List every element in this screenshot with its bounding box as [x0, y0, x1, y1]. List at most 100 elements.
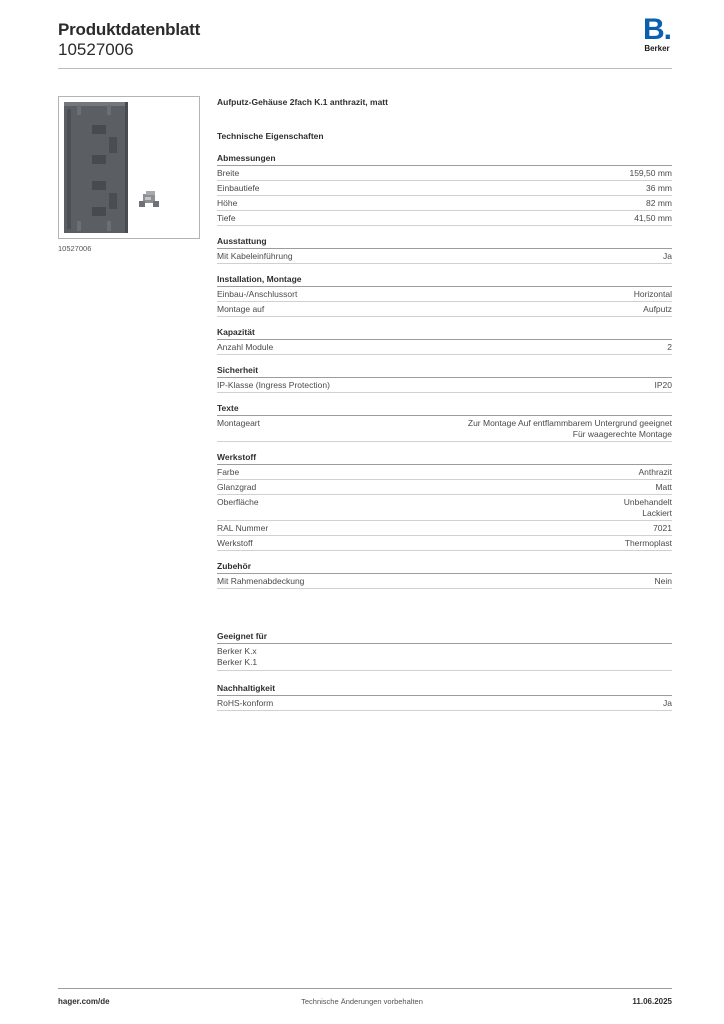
property-row: Einbautiefe 36 mm	[217, 181, 672, 196]
document-number: 10527006	[58, 40, 134, 59]
suitable-for-section: Geeignet für Berker K.x Berker K.1	[217, 629, 672, 671]
property-label: Montage auf	[217, 303, 265, 314]
document-header: Produktdatenblatt 10527006	[58, 20, 200, 59]
suitable-for-list: Berker K.x Berker K.1	[217, 644, 672, 671]
property-label: Mit Rahmenabdeckung	[217, 575, 305, 586]
technical-properties-title: Technische Eigenschaften	[217, 131, 324, 141]
property-value-line: Ja	[663, 250, 672, 261]
property-value: Horizontal	[634, 289, 672, 300]
property-label: Einbautiefe	[217, 182, 260, 193]
property-row: Anzahl Module 2	[217, 340, 672, 355]
property-value-line: 36 mm	[646, 182, 672, 193]
sustainability-section: Nachhaltigkeit RoHS-konform Ja	[217, 681, 672, 711]
property-value: Aufputz	[643, 304, 672, 315]
property-label: IP-Klasse (Ingress Protection)	[217, 379, 330, 390]
berker-logo-text: Berker	[644, 44, 670, 53]
property-value: 159,50 mm	[629, 168, 672, 179]
property-label: RAL Nummer	[217, 522, 269, 533]
property-value-line: 2	[667, 341, 672, 352]
property-value-line: Matt	[655, 481, 672, 492]
property-value: Thermoplast	[625, 538, 672, 549]
property-value-line: Anthrazit	[638, 466, 672, 477]
property-row: RAL Nummer 7021	[217, 521, 672, 536]
document-title: Produktdatenblatt	[58, 20, 201, 39]
property-value: Anthrazit	[638, 467, 672, 478]
property-row: Mit Rahmenabdeckung Nein	[217, 574, 672, 589]
section-gap	[217, 589, 672, 621]
property-value-line: 82 mm	[646, 197, 672, 208]
section-title: Geeignet für	[217, 629, 672, 644]
property-label: Mit Kabeleinführung	[217, 250, 293, 261]
property-value-line: Aufputz	[643, 303, 672, 314]
property-label: Anzahl Module	[217, 341, 274, 352]
property-label: Einbau-/Anschlussort	[217, 288, 298, 299]
property-label: Höhe	[217, 197, 238, 208]
property-label: Tiefe	[217, 212, 236, 223]
property-value: 41,50 mm	[634, 213, 672, 224]
property-value-line: Zur Montage Auf entflammbarem Untergrund…	[467, 417, 672, 428]
property-value: 36 mm	[646, 183, 672, 194]
footer-disclaimer: Technische Änderungen vorbehalten	[301, 997, 423, 1006]
footer-website: hager.com/de	[58, 997, 110, 1006]
property-value: Matt	[655, 482, 672, 493]
section-title: Nachhaltigkeit	[217, 681, 672, 696]
property-label: Breite	[217, 167, 240, 178]
section-title: Installation, Montage	[217, 272, 672, 287]
property-row: Höhe 82 mm	[217, 196, 672, 211]
property-label: Montageart	[217, 417, 260, 428]
property-row: Montage auf Aufputz	[217, 302, 672, 317]
property-row: IP-Klasse (Ingress Protection)IP20	[217, 378, 672, 393]
property-label: Werkstoff	[217, 537, 253, 548]
property-value: 7021	[653, 523, 672, 534]
property-value-line: 7021	[653, 522, 672, 533]
property-label: Farbe	[217, 466, 240, 477]
property-value: Ja	[663, 697, 672, 708]
surface-mounted-housing-icon	[64, 102, 159, 233]
property-row: Montageart Zur Montage Auf entflammbarem …	[217, 416, 672, 442]
section-title: Ausstattung	[217, 234, 672, 249]
property-label: Oberfläche	[217, 496, 259, 507]
berker-logo: B. Berker	[640, 13, 674, 54]
list-item: Berker K.1	[217, 657, 258, 667]
property-value: Nein	[655, 576, 672, 587]
property-value-line: 159,50 mm	[629, 167, 672, 178]
header-divider	[58, 68, 672, 69]
section-title: Sicherheit	[217, 363, 672, 378]
property-row: Werkstoff Thermoplast	[217, 536, 672, 551]
property-row: Breite 159,50 mm	[217, 166, 672, 181]
section-title: Zubehör	[217, 559, 672, 574]
property-value-line: Für waagerechte Montage	[572, 428, 672, 439]
footer-divider	[58, 988, 672, 989]
property-value: 2	[667, 342, 672, 353]
property-row: Farbe Anthrazit	[217, 465, 672, 480]
product-image	[58, 96, 200, 239]
property-value-line: Unbehandelt	[623, 496, 672, 507]
section-title: Kapazität	[217, 325, 672, 340]
section-title: Texte	[217, 401, 672, 416]
property-row: Tiefe 41,50 mm	[217, 211, 672, 226]
section-title: Werkstoff	[217, 450, 672, 465]
property-value: Zur Montage Auf entflammbarem Untergrund…	[468, 418, 672, 440]
list-item: Berker K.x	[217, 646, 257, 656]
property-value: Ja	[663, 251, 672, 262]
berker-logo-mark: B.	[643, 13, 672, 46]
property-row: Mit Kabeleinführung Ja	[217, 249, 672, 264]
property-value-line: Thermoplast	[624, 537, 672, 548]
footer-date: 11.06.2025	[632, 997, 672, 1006]
property-value-line: 41,50 mm	[634, 212, 672, 223]
product-details: Aufputz-Gehäuse 2fach K.1 anthrazit, mat…	[217, 95, 672, 711]
section-title: Abmessungen	[217, 151, 672, 166]
property-label: RoHS-konform	[217, 697, 274, 708]
